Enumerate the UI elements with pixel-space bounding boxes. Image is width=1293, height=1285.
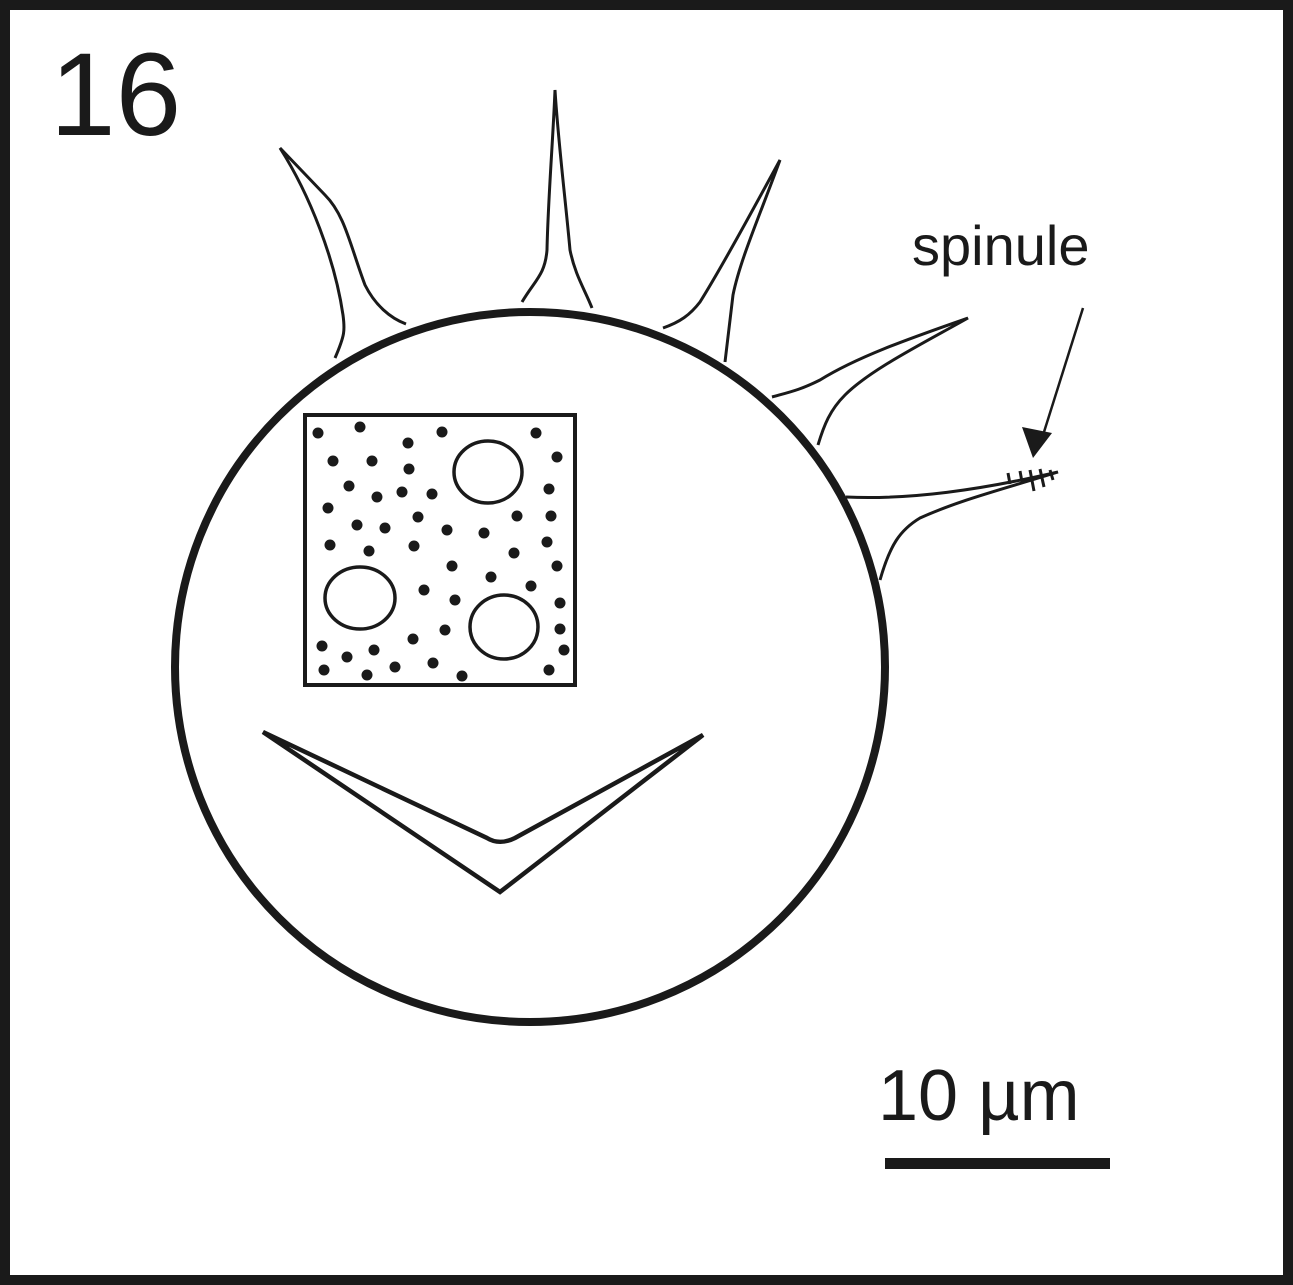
spine-1 [278,146,407,359]
stipple-dot [478,527,490,539]
scale-bar [885,1158,1110,1169]
stipple-dot [324,539,336,551]
stipple-dot [541,536,553,548]
stipple-dot [327,455,339,467]
stipple-dot [554,597,566,609]
stipple-dot [363,545,375,557]
stipple-dot [412,511,424,523]
stipple-dot [366,455,378,467]
stipple-dot [554,623,566,635]
spines [278,89,1059,581]
stipple-dot [551,451,563,463]
stipple-dot [343,480,355,492]
vesicle-3 [468,593,540,661]
stipple-dot [351,519,363,531]
spinule-marks [1006,468,1055,492]
stipple-dot [530,427,542,439]
stipple-dot [408,540,420,552]
stipple-dot [389,661,401,673]
stipple-dot [312,427,324,439]
stipple-dot [418,584,430,596]
stipple-dot [379,522,391,534]
stipple-dot [441,524,453,536]
stipple-dot [525,580,537,592]
stipple-dot [508,547,520,559]
stipple-dot [316,640,328,652]
stipple-dot [368,644,380,656]
stipple-dot [402,437,414,449]
stipple-dot [318,664,330,676]
cyst-body [171,308,889,1026]
stippled-detail [303,413,577,687]
stipple-dot [543,664,555,676]
stipple-dot [427,657,439,669]
stipple-dot [403,463,415,475]
stipple-dot [341,651,353,663]
spine-2 [520,89,594,309]
stipple-dot [439,624,451,636]
stipple-dot [436,426,448,438]
spine-4 [771,316,969,446]
stipple-dots [312,421,570,682]
stipple-dot [558,644,570,656]
vesicle-2 [323,565,397,631]
stipple-dot [485,571,497,583]
spine-5 [845,470,1059,581]
stipple-dot [426,488,438,500]
stipple-dot [361,669,373,681]
spine-3 [662,159,782,363]
stipple-dot [407,633,419,645]
stipple-dot [354,421,366,433]
chevron-opening [261,729,705,895]
stipple-dot [322,502,334,514]
stipple-dot [545,510,557,522]
spinule-label: spinule [912,214,1089,277]
stipple-dot [371,491,383,503]
stipple-dot [449,594,461,606]
detail-box [303,413,577,687]
stipple-dot [446,560,458,572]
stipple-dot [396,486,408,498]
annotation-arrow-line [1042,307,1085,433]
annotation-arrow-head [1022,427,1052,458]
stipple-dot [456,670,468,682]
stipple-dot [543,483,555,495]
panel-number: 16 [50,29,181,161]
scale-bar-label: 10 µm [878,1056,1080,1136]
stipple-dot [511,510,523,522]
stipple-dot [551,560,563,572]
vesicle-1 [452,439,524,505]
